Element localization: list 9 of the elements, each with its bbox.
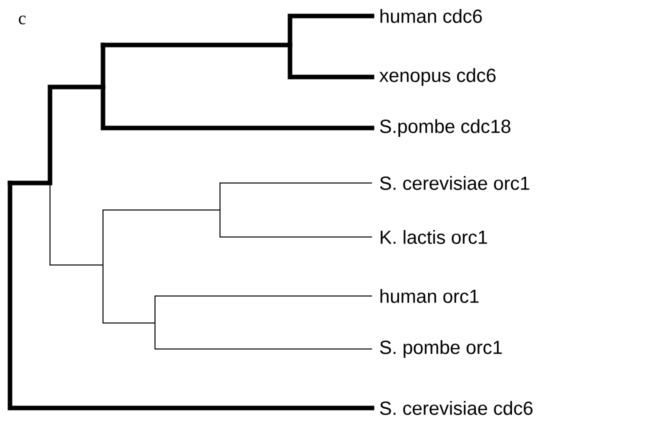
leaf-label: human orc1 [380,289,479,303]
leaf-label: K. lactis orc1 [380,230,487,244]
leaf-label: xenopus cdc6 [379,68,496,86]
leaf-label: S. cerevisiae cdc6 [380,401,532,415]
leaf-label: human cdc6 [380,9,482,23]
leaf-label: S.pombe cdc18 [380,119,510,137]
leaf-label: S. pombe orc1 [380,340,502,358]
leaf-label: S. cerevisiae orc1 [380,176,530,190]
panel-letter: c [18,16,26,24]
